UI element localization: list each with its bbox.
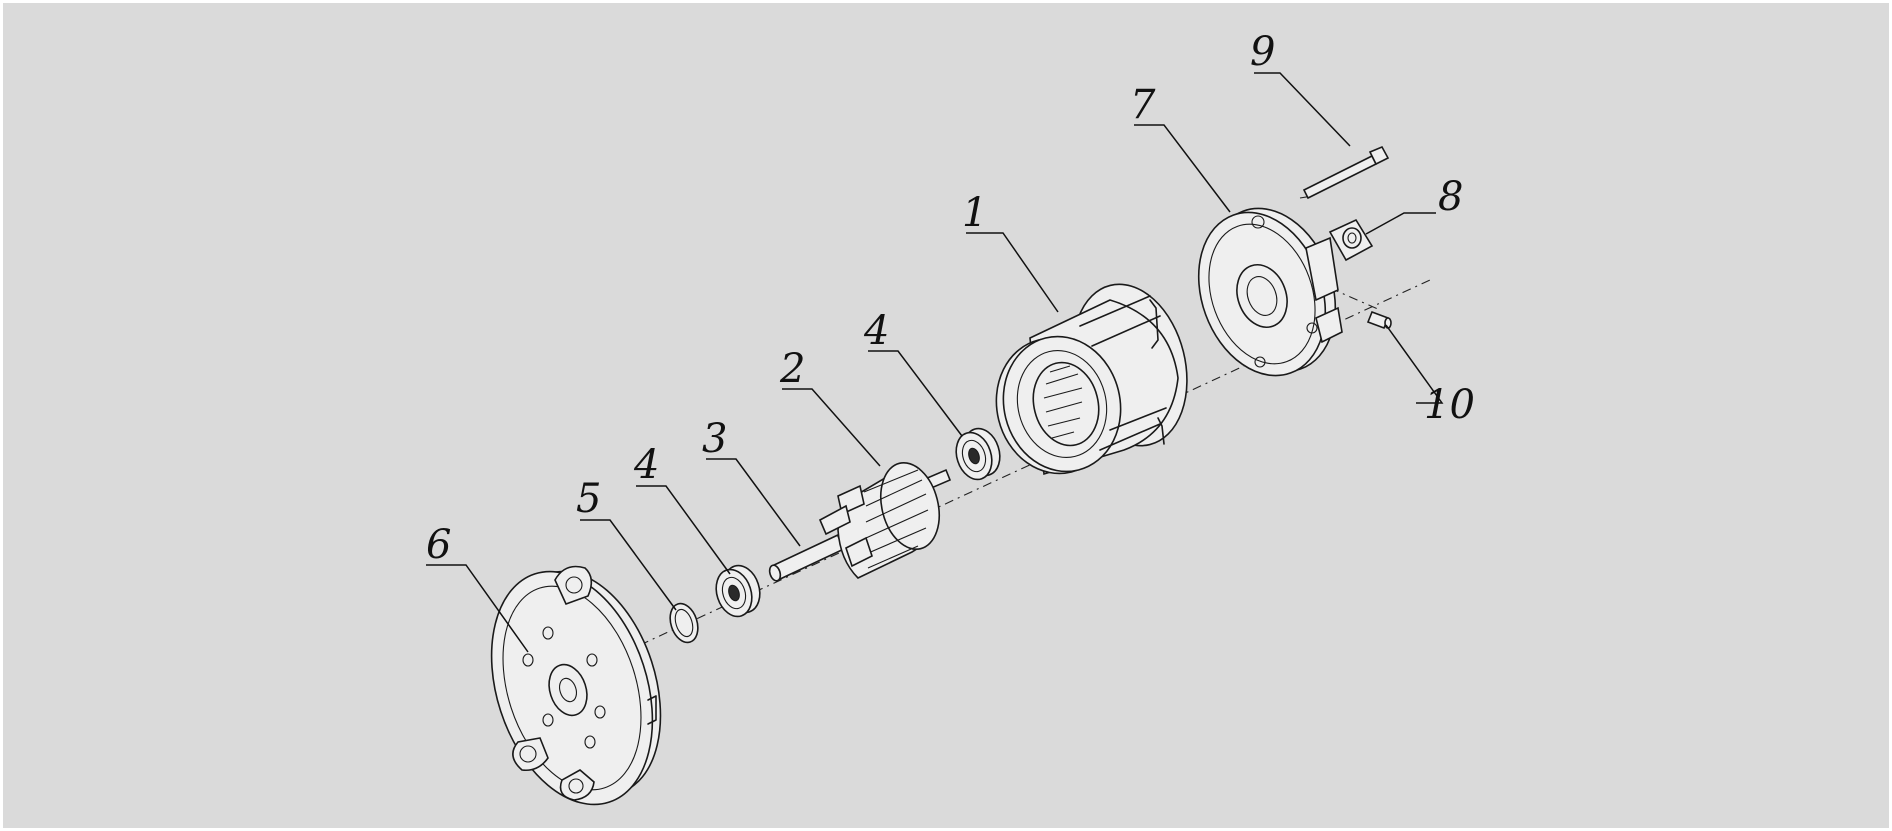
part-4-bearing-front	[715, 564, 761, 618]
part-7-rear-cover	[1197, 207, 1343, 377]
callout-5: 5	[576, 476, 601, 522]
part-10-dowel-pin	[1366, 310, 1392, 330]
part-2-rotor	[818, 461, 940, 579]
bolt-axis	[1299, 195, 1313, 199]
part-5-wave-washer	[669, 602, 699, 644]
callout-4-rear-bearing: 4	[863, 308, 889, 354]
callout-9: 9	[1250, 29, 1275, 75]
callout-8: 8	[1438, 174, 1463, 220]
callout-2: 2	[779, 346, 805, 392]
callout-labels: 1 2 3 4 4 5 6 7 8 9 10	[426, 29, 1475, 568]
callout-3: 3	[702, 416, 727, 462]
part-4-bearing-rear	[955, 427, 1001, 481]
part-1-stator-housing	[995, 283, 1188, 476]
pin-axis	[1329, 287, 1381, 311]
callout-4-front-bearing: 4	[633, 442, 659, 488]
callout-7: 7	[1130, 82, 1156, 128]
callout-6: 6	[426, 522, 451, 568]
part-8-terminal-plug	[1328, 218, 1374, 262]
leader-lines	[426, 72, 1444, 653]
part-9-long-bolt	[1302, 145, 1390, 200]
callout-10: 10	[1424, 382, 1475, 428]
part-6-end-cover	[490, 565, 662, 806]
callout-1: 1	[962, 190, 987, 236]
